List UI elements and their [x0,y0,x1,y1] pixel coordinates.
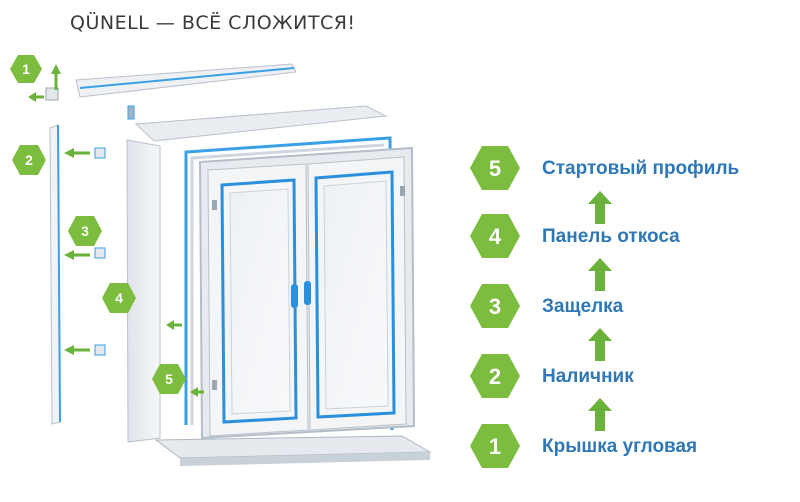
callout-3-label: 3 [81,223,89,239]
callout-5-label: 5 [165,371,173,387]
legend-hex-5-label: 5 [489,156,501,181]
up-arrow-icon [588,258,612,291]
callout-4-label: 4 [115,290,123,306]
window-sill [154,435,432,466]
step-label-slope-panel: Панель откоса [542,226,680,247]
callout-2: 2 [12,145,46,175]
callout-2-label: 2 [25,152,33,168]
up-arrow-icon [588,398,612,431]
legend-hex-1-label: 1 [489,434,501,459]
callout-5: 5 [152,364,186,394]
legend-hex-2: 2 [470,354,520,398]
step-label-corner-cap: Крышка угловая [542,436,698,457]
callout-4: 4 [102,283,136,313]
legend-up-arrows [588,191,612,431]
page-title: QÜNELL — ВСЁ СЛОЖИТСЯ! [70,12,356,34]
side-trim-profile [49,124,61,425]
latch-clip-pieces [45,87,135,356]
legend-hex-2-label: 2 [489,364,501,389]
legend-hex-1: 1 [470,424,520,468]
step-label-start-profile: Стартовый профиль [542,158,740,179]
legend-hex-4: 4 [470,214,520,258]
top-slope-panel [134,105,388,142]
callout-3: 3 [68,216,102,246]
window [198,146,416,440]
step-label-trim: Наличник [542,366,634,387]
side-slope-panel [126,139,161,443]
assembly-arrows [28,64,204,397]
legend-hex-4-label: 4 [489,224,502,249]
legend-hex-3-label: 3 [489,294,501,319]
callout-1-label: 1 [22,61,30,77]
step-label-latch: Защелка [542,296,624,317]
legend-hex-5: 5 [470,146,520,190]
callout-1: 1 [10,55,42,83]
legend-hex-3: 3 [470,284,520,328]
up-arrow-icon [588,191,612,224]
up-arrow-icon [588,328,612,361]
top-corner-cap [75,63,297,98]
